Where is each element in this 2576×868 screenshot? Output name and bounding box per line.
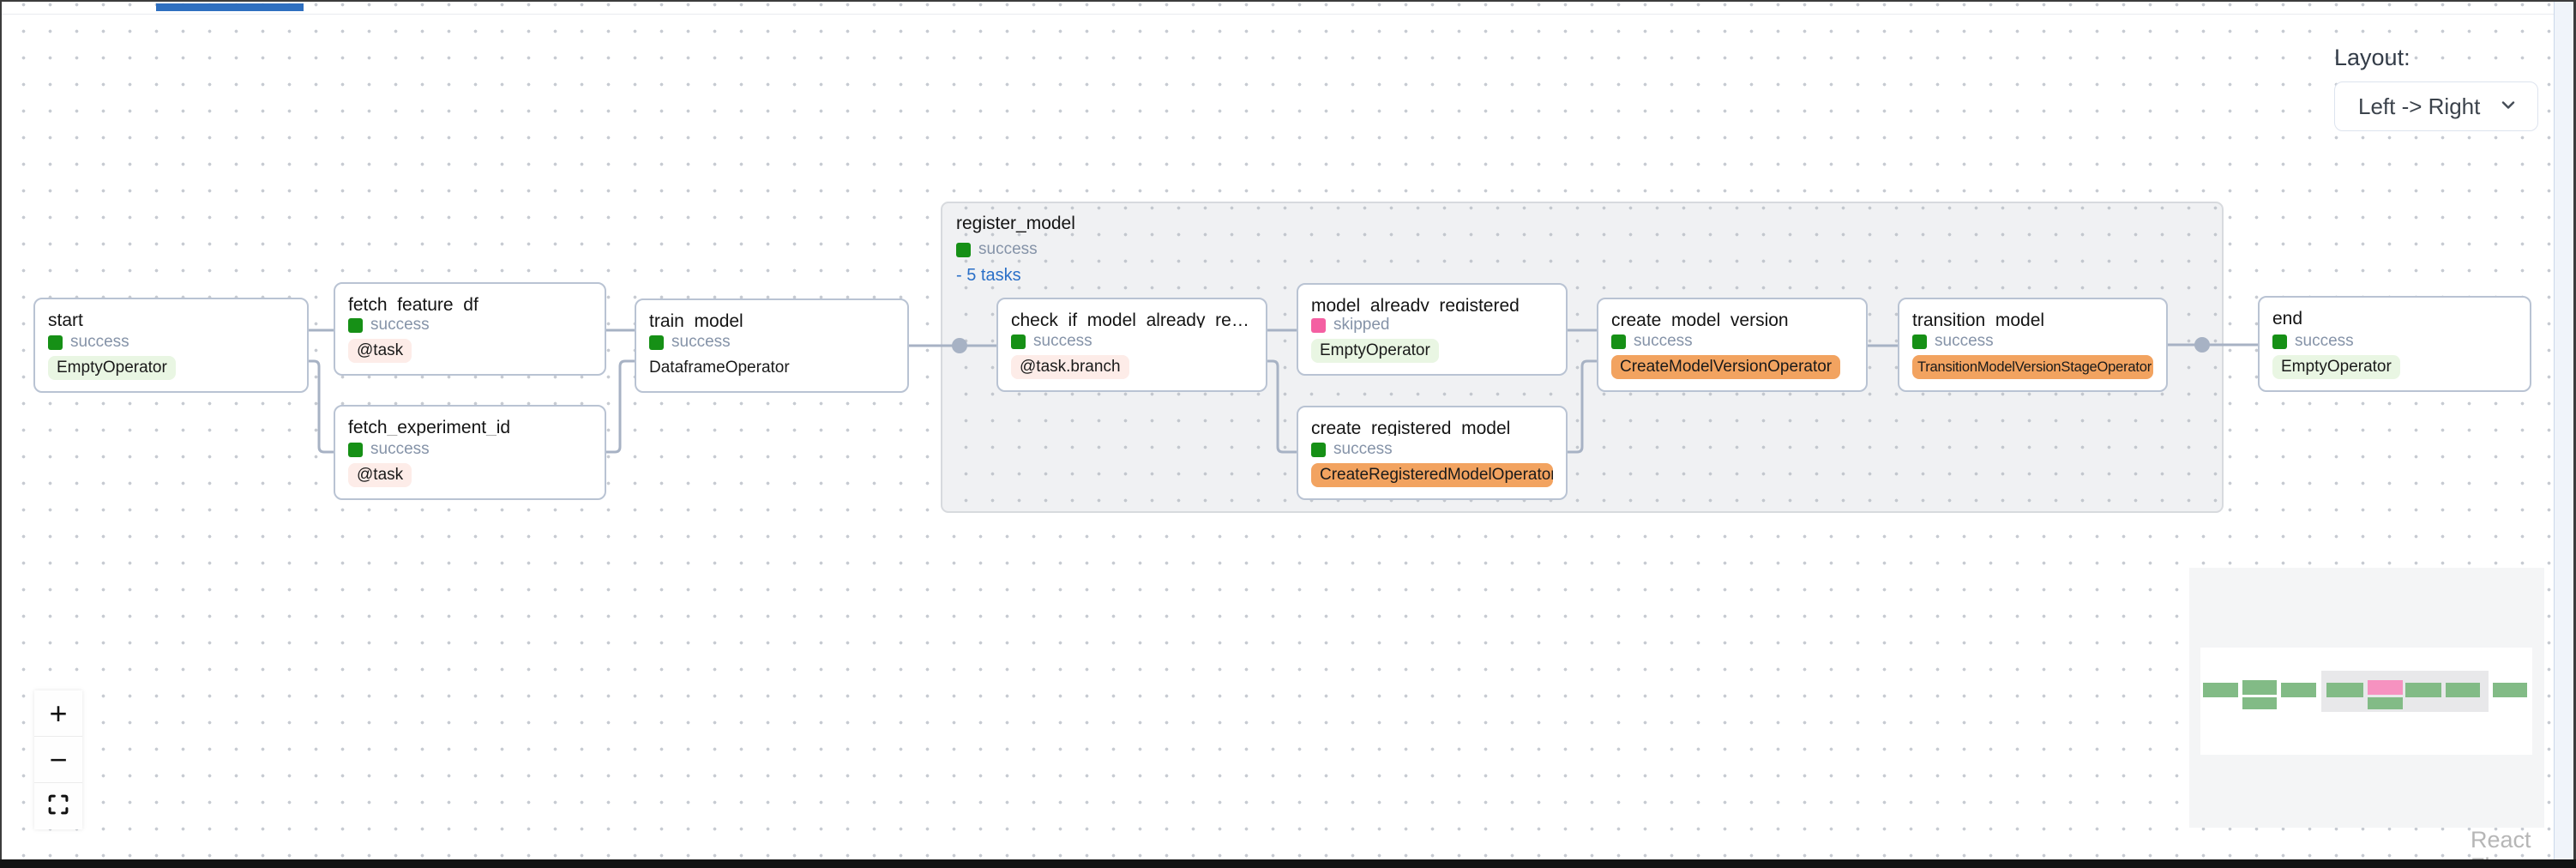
node-state-row: success <box>48 333 294 352</box>
node-state-row: success <box>1611 332 1853 351</box>
node-state-label: success <box>1935 332 1994 350</box>
node-state-row: success <box>348 316 592 335</box>
minimap-node-create-model-version <box>2405 683 2441 697</box>
node-title: start <box>48 310 83 329</box>
node-state-label: success <box>2295 332 2354 350</box>
scrollbar-track[interactable] <box>2554 2 2573 859</box>
node-title: create_model_version <box>1611 310 1789 328</box>
top-divider <box>0 14 2576 15</box>
layout-label: Layout: <box>2334 45 2410 70</box>
node-title: end <box>2272 309 2303 328</box>
node-title: fetch_experiment_id <box>348 418 511 436</box>
node-check-if-model-already-registered[interactable]: check_if_model_already_regis... success … <box>996 298 1267 392</box>
window-border-bottom <box>0 859 2576 868</box>
layout-select-value: Left -> Right <box>2358 93 2481 119</box>
chevron-down-icon <box>2498 94 2519 119</box>
node-state-row: success <box>1912 332 2153 351</box>
node-state-row: success <box>1311 440 1553 459</box>
success-state-icon <box>1912 334 1927 349</box>
fit-view-button[interactable] <box>34 783 82 829</box>
minimap-node-create-registered-model <box>2368 697 2403 709</box>
minus-icon: − <box>49 741 68 777</box>
operator-badge: @task <box>348 463 412 487</box>
node-state-row: skipped <box>1311 316 1553 335</box>
minimap-node-fetch-experiment-id <box>2242 697 2277 709</box>
node-state-label: skipped <box>1333 316 1390 334</box>
layout-control: Layout: Left -> Right <box>2334 45 2538 131</box>
node-fetch-experiment-id[interactable]: fetch_experiment_id success @task <box>334 405 606 500</box>
operator-badge: @task <box>348 339 412 363</box>
success-state-icon <box>2272 334 2287 349</box>
node-title: create_registered_model <box>1311 419 1511 436</box>
window-border-right <box>2573 0 2576 868</box>
node-end[interactable]: end success EmptyOperator <box>2258 296 2531 392</box>
success-state-icon <box>956 242 971 257</box>
operator-badge: EmptyOperator <box>48 356 176 380</box>
node-state-label: success <box>370 440 430 458</box>
fit-view-icon <box>46 788 70 824</box>
minimap-node-transition-model <box>2446 683 2480 697</box>
node-title: train_model <box>649 311 743 329</box>
operator-badge: DataframeOperator <box>649 359 790 377</box>
success-state-icon <box>1011 334 1026 349</box>
minimap-node-model-already-registered <box>2368 680 2403 695</box>
node-state-label: success <box>671 333 731 351</box>
skipped-state-icon <box>1311 317 1326 333</box>
node-train-model[interactable]: train_model success DataframeOperator <box>635 298 909 393</box>
minimap-node-end <box>2493 683 2527 697</box>
operator-badge: TransitionModelVersionStageOperator <box>1912 355 2153 379</box>
minimap[interactable] <box>2189 568 2544 828</box>
edge-start-fetch-experiment-id <box>309 359 334 454</box>
node-title: transition_model <box>1912 310 2045 328</box>
success-state-icon <box>1311 442 1326 457</box>
operator-badge: CreateRegisteredModelOperator <box>1311 463 1553 487</box>
window-border-left <box>0 0 2 868</box>
success-state-icon <box>649 335 664 350</box>
group-tasks-link[interactable]: - 5 tasks <box>956 266 1021 285</box>
node-create-model-version[interactable]: create_model_version success CreateModel… <box>1597 298 1868 392</box>
layout-select[interactable]: Left -> Right <box>2334 81 2538 131</box>
success-state-icon <box>48 335 63 350</box>
minimap-node-train-model <box>2281 683 2316 697</box>
minimap-node-check <box>2326 683 2363 697</box>
group-state-row: success <box>956 240 2208 259</box>
node-start[interactable]: start success EmptyOperator <box>33 298 309 393</box>
node-state-label: success <box>1333 440 1393 458</box>
node-state-label: success <box>1033 332 1092 350</box>
node-state-row: success <box>1011 332 1253 351</box>
operator-badge: EmptyOperator <box>1311 339 1439 363</box>
success-state-icon <box>348 442 363 457</box>
node-title: fetch_feature_df <box>348 295 478 311</box>
zoom-out-button[interactable]: − <box>34 737 82 783</box>
group-title: register_model <box>956 214 1075 233</box>
operator-badge: CreateModelVersionOperator <box>1611 355 1841 379</box>
node-transition-model[interactable]: transition_model success TransitionModel… <box>1898 298 2168 392</box>
node-create-registered-model[interactable]: create_registered_model success CreateRe… <box>1297 406 1568 500</box>
node-title: check_if_model_already_regis... <box>1011 310 1253 328</box>
group-state-label: success <box>978 240 1038 258</box>
node-state-row: success <box>2272 332 2517 351</box>
minimap-node-fetch-feature-df <box>2242 680 2277 695</box>
edge-fetch-experiment-id-train-model <box>606 359 635 454</box>
success-state-icon <box>1611 334 1626 349</box>
node-state-row: success <box>348 440 592 459</box>
node-state-label: success <box>370 316 430 334</box>
zoom-in-button[interactable]: + <box>34 690 82 737</box>
canvas-controls: + − <box>34 690 82 829</box>
node-state-label: success <box>1634 332 1693 350</box>
minimap-node-start <box>2203 683 2238 697</box>
window-border-top <box>0 0 2576 2</box>
node-model-already-registered[interactable]: model_already_registered skipped EmptyOp… <box>1297 283 1568 376</box>
node-title: model_already_registered <box>1311 296 1520 311</box>
node-state-row: success <box>649 333 894 352</box>
plus-icon: + <box>49 695 68 731</box>
node-fetch-feature-df[interactable]: fetch_feature_df success @task <box>334 282 606 376</box>
operator-badge: EmptyOperator <box>2272 355 2400 379</box>
active-tab-indicator[interactable] <box>156 3 304 11</box>
operator-badge: @task.branch <box>1011 355 1129 379</box>
node-state-label: success <box>70 333 129 351</box>
success-state-icon <box>348 317 363 333</box>
